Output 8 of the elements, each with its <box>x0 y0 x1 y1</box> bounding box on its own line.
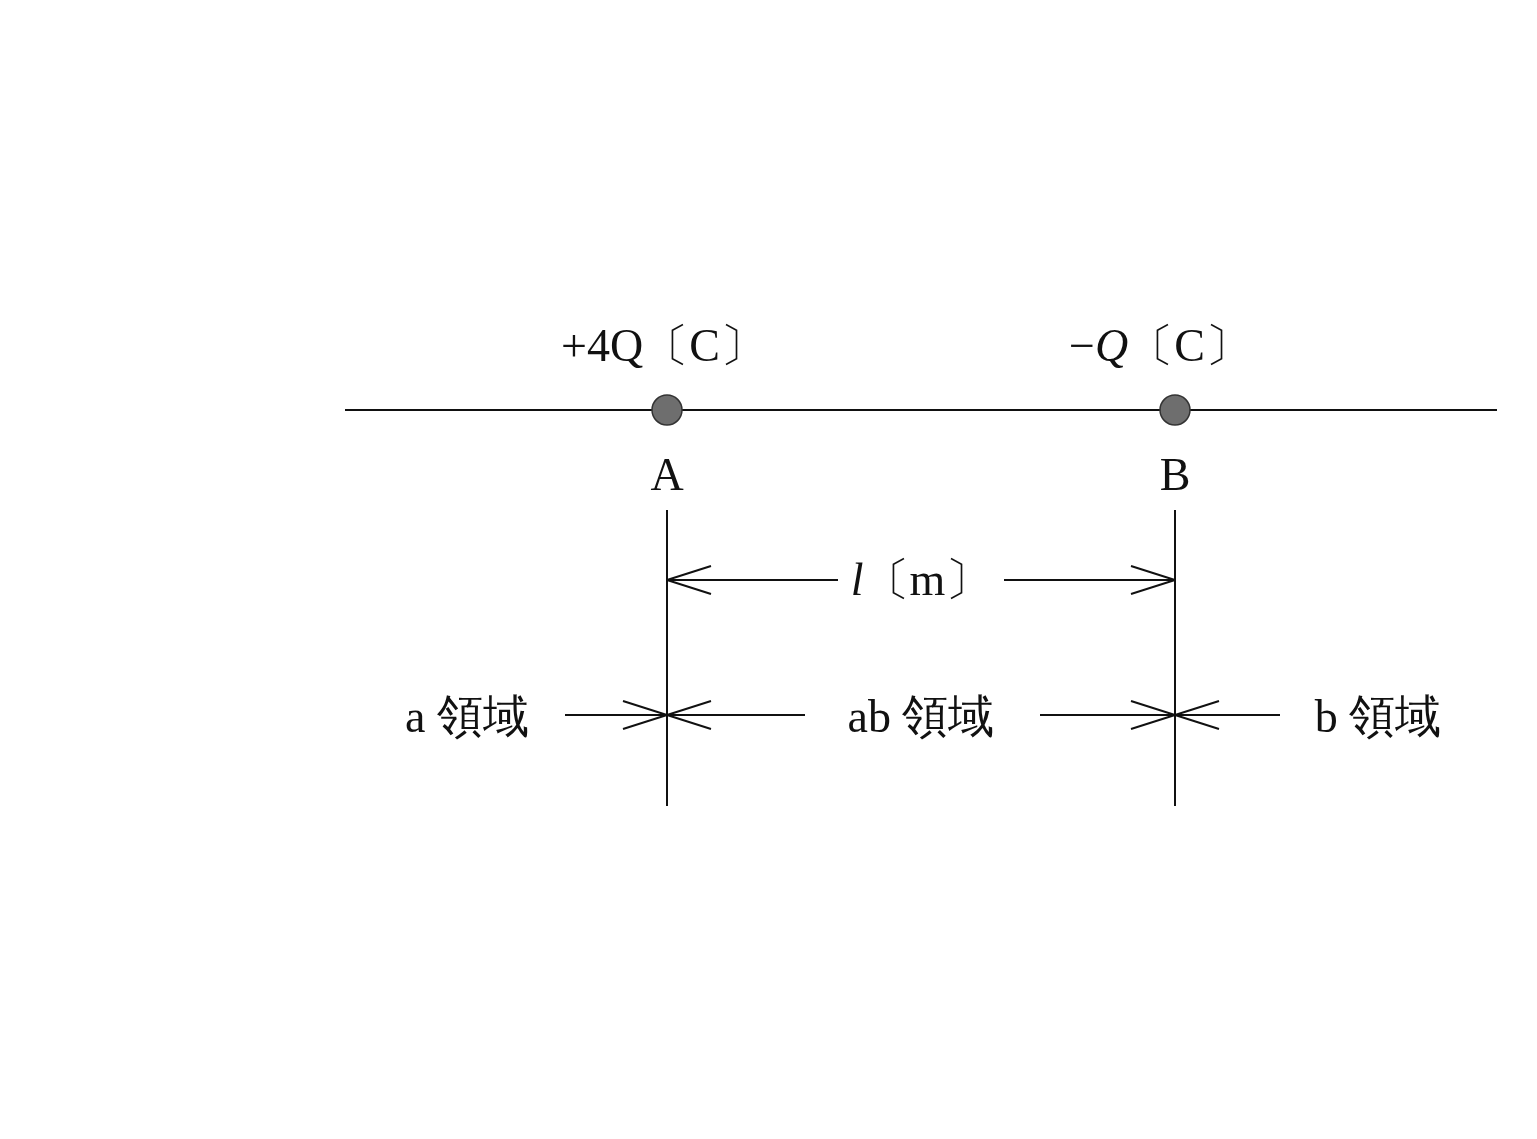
dimension-label: l〔m〕 <box>849 557 993 603</box>
region-label: b 領域 <box>1313 694 1443 740</box>
charge-label: −Q〔C〕 <box>1068 323 1252 369</box>
region-label: a 領域 <box>404 694 530 740</box>
charge-label: +4Q〔C〕 <box>560 323 767 369</box>
region-label: ab 領域 <box>846 694 996 740</box>
point-label: B <box>1158 452 1192 498</box>
point-label: A <box>649 452 685 498</box>
